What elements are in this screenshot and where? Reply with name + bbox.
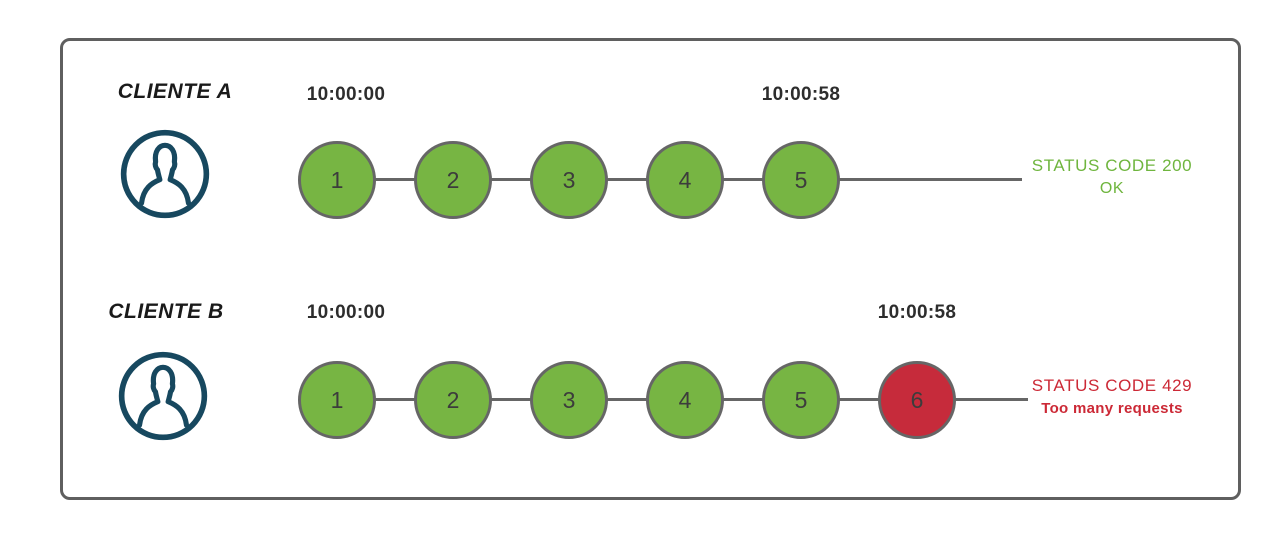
- status-result: STATUS CODE 429 Too many requests: [1027, 374, 1197, 420]
- request-circle-6: 6: [878, 361, 956, 439]
- request-circle-4: 4: [646, 361, 724, 439]
- request-circle-3: 3: [530, 361, 608, 439]
- client-a-label: CLIENTE A: [117, 80, 233, 103]
- request-circle-3: 3: [530, 141, 608, 219]
- request-circle-5: 5: [762, 141, 840, 219]
- request-circle-2: 2: [414, 141, 492, 219]
- status-message-text: OK: [1099, 180, 1125, 197]
- user-avatar-icon: [118, 351, 208, 441]
- client-b-label: CLIENTE B: [108, 300, 224, 323]
- start-timestamp: 10:00:00: [306, 84, 386, 105]
- outer-frame: [60, 38, 1241, 500]
- user-avatar-icon: [120, 129, 210, 219]
- status-code-text: STATUS CODE 200: [1031, 156, 1193, 175]
- request-circle-4: 4: [646, 141, 724, 219]
- end-timestamp: 10:00:58: [761, 84, 841, 105]
- status-message-text: Too many requests: [1041, 400, 1183, 417]
- request-circle-2: 2: [414, 361, 492, 439]
- request-circle-1: 1: [298, 361, 376, 439]
- end-timestamp: 10:00:58: [877, 302, 957, 323]
- request-circle-1: 1: [298, 141, 376, 219]
- status-code-text: STATUS CODE 429: [1031, 376, 1193, 395]
- start-timestamp: 10:00:00: [306, 302, 386, 323]
- request-circle-5: 5: [762, 361, 840, 439]
- status-result: STATUS CODE 200 OK: [1027, 154, 1197, 200]
